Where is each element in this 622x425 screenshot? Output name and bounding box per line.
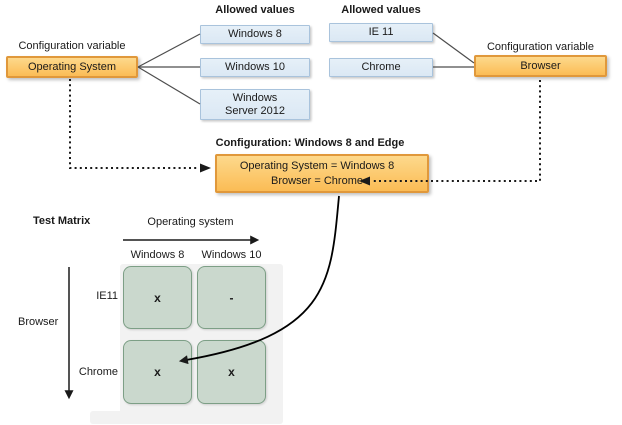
matrix-background-panel-bottom-strip <box>90 411 283 424</box>
browser-allowed-values-heading: Allowed values <box>341 4 421 16</box>
matrix-y-axis-label: Browser <box>18 316 59 328</box>
matrix-cell-chrome-windows8: x <box>123 340 192 404</box>
test-matrix-heading: Test Matrix <box>33 215 91 227</box>
browser-value-chrome: Chrome <box>329 58 433 77</box>
os-variable-box: Operating System <box>6 56 138 78</box>
os-to-configuration-dotted-connector <box>69 79 199 169</box>
matrix-row-header-ie11: IE11 <box>96 290 118 302</box>
matrix-cell-ie11-windows10: - <box>197 266 266 329</box>
os-to-configuration-arrowhead-icon <box>200 163 211 173</box>
browser-value-ie11: IE 11 <box>329 23 433 42</box>
matrix-cell-ie11-windows8: x <box>123 266 192 329</box>
os-to-windows8-connector <box>137 33 201 68</box>
os-value-windows10: Windows 10 <box>200 58 310 77</box>
matrix-column-header-windows10: Windows 10 <box>201 249 262 261</box>
browser-variable-box: Browser <box>474 55 607 77</box>
os-value-windows8: Windows 8 <box>200 25 310 44</box>
configuration-heading: Configuration: Windows 8 and Edge <box>215 137 405 149</box>
configuration-box: Operating System = Windows 8 Browser = C… <box>215 154 429 193</box>
ie11-to-browser-connector <box>432 32 475 64</box>
configuration-line-browser: Browser = Chrome <box>270 175 363 187</box>
os-variable-label: Configuration variable <box>18 40 126 52</box>
matrix-row-header-chrome: Chrome <box>78 366 118 378</box>
matrix-cell-chrome-windows10: x <box>197 340 266 404</box>
browser-variable-label: Configuration variable <box>486 41 594 53</box>
os-value-windows-server: Windows Server 2012 <box>200 89 310 120</box>
matrix-x-axis-label: Operating system <box>147 216 234 228</box>
os-allowed-values-heading: Allowed values <box>215 4 295 16</box>
os-to-windows-server-connector <box>137 66 201 105</box>
matrix-column-header-windows8: Windows 8 <box>130 249 185 261</box>
configuration-line-os: Operating System = Windows 8 <box>239 160 395 172</box>
